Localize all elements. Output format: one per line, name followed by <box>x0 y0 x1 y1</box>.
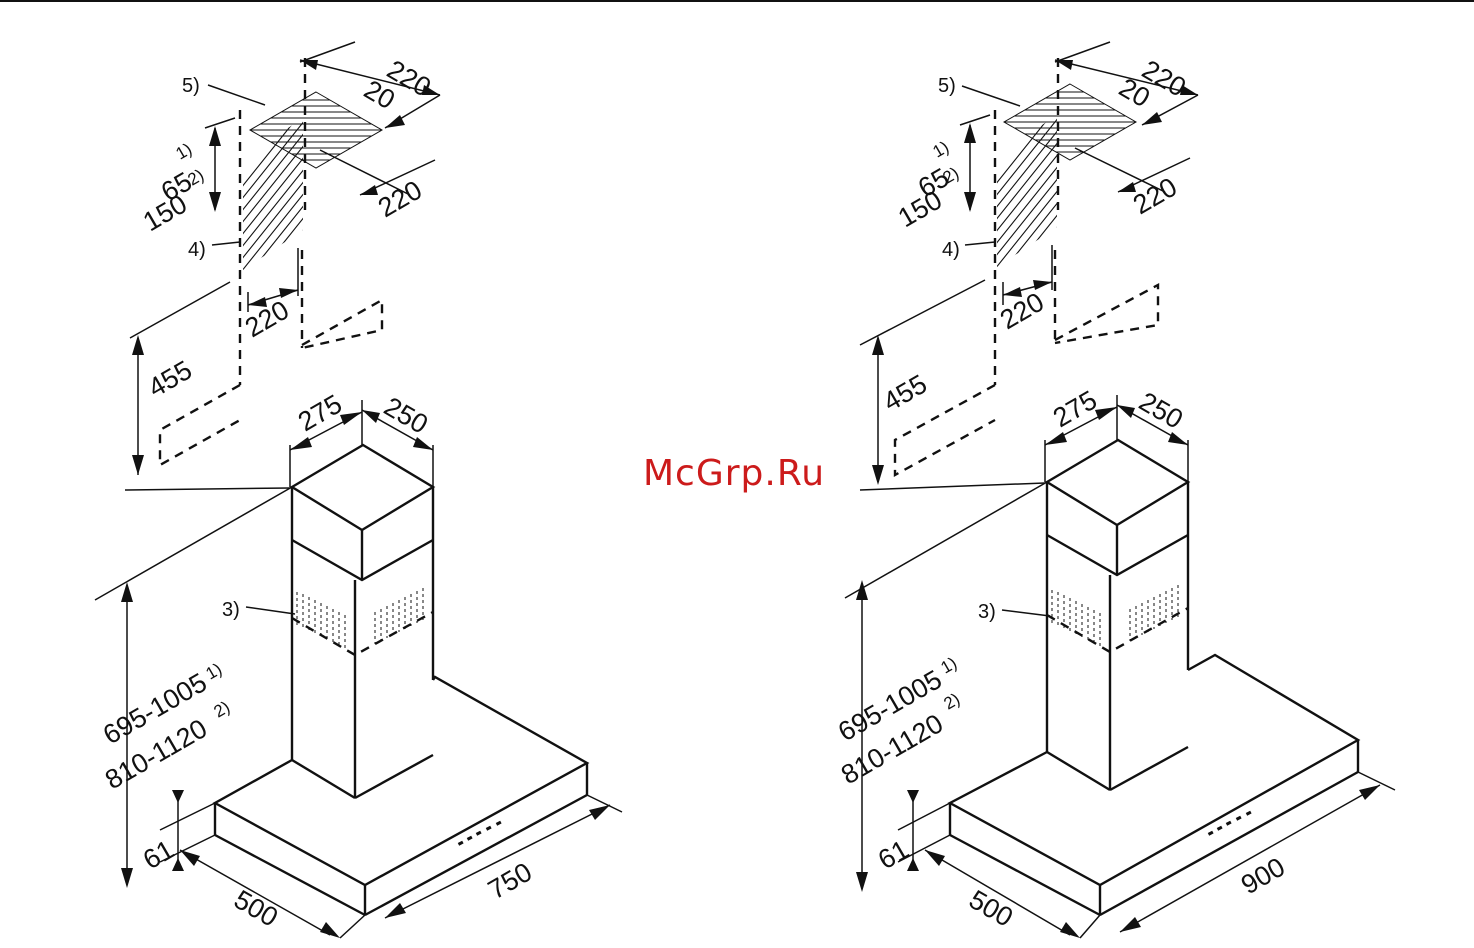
ceiling-duct-outline <box>895 58 1158 475</box>
ref-label-5: 5) <box>938 75 956 97</box>
chimney-upper <box>1047 440 1188 575</box>
dim-height-b-note: 2) <box>941 689 964 713</box>
vent-slots <box>1052 585 1178 647</box>
dim-canopy-h: 61 <box>138 834 179 875</box>
dim-opening-a-note: 1) <box>930 137 953 161</box>
reference-leaders <box>962 86 1050 616</box>
dim-duct-w2: 220 <box>1128 172 1182 221</box>
canopy <box>950 655 1358 915</box>
dim-canopy-d: 500 <box>229 884 283 933</box>
ceiling-duct-outline <box>160 58 382 465</box>
ref-label-3: 3) <box>222 599 240 621</box>
dim-wall-gap: 455 <box>878 369 932 418</box>
chimney-joint-line <box>1047 608 1188 652</box>
ref-label-4: 4) <box>188 239 206 261</box>
dim-chimney-width: 250 <box>379 391 433 440</box>
control-buttons <box>1208 811 1252 836</box>
wall-hatch-panel <box>233 98 313 330</box>
dim-chimney-depth: 275 <box>293 389 347 438</box>
dim-height-a-note: 1) <box>203 659 226 683</box>
dim-canopy-d: 500 <box>964 884 1018 933</box>
ref-label-4: 4) <box>942 239 960 261</box>
dim-duct-w2: 220 <box>373 175 427 224</box>
dim-height-a-note: 1) <box>938 653 961 677</box>
dim-chimney-depth: 275 <box>1048 385 1102 434</box>
drawing-hood-900: 220 20 220 220 65 1) 150 2) 455 275 250 … <box>833 42 1395 938</box>
dim-canopy-w: 900 <box>1236 852 1290 901</box>
reference-leaders <box>208 85 295 614</box>
dim-height-b-note: 2) <box>211 697 234 721</box>
dim-opening-a-note: 1) <box>173 139 196 163</box>
control-buttons <box>458 821 502 846</box>
watermark-text: McGrp.Ru <box>643 453 825 494</box>
ref-label-5: 5) <box>182 75 200 97</box>
dim-chimney-width: 250 <box>1134 386 1188 435</box>
chimney-joint-line <box>292 612 433 655</box>
ref-label-3: 3) <box>978 601 996 623</box>
drawing-hood-750: 220 20 220 220 65 1) 150 2) 455 275 250 … <box>95 42 622 938</box>
vent-slots <box>297 588 423 649</box>
dim-canopy-h: 61 <box>873 834 914 875</box>
dim-wall-gap: 455 <box>143 355 197 404</box>
chimney-upper <box>292 445 433 580</box>
